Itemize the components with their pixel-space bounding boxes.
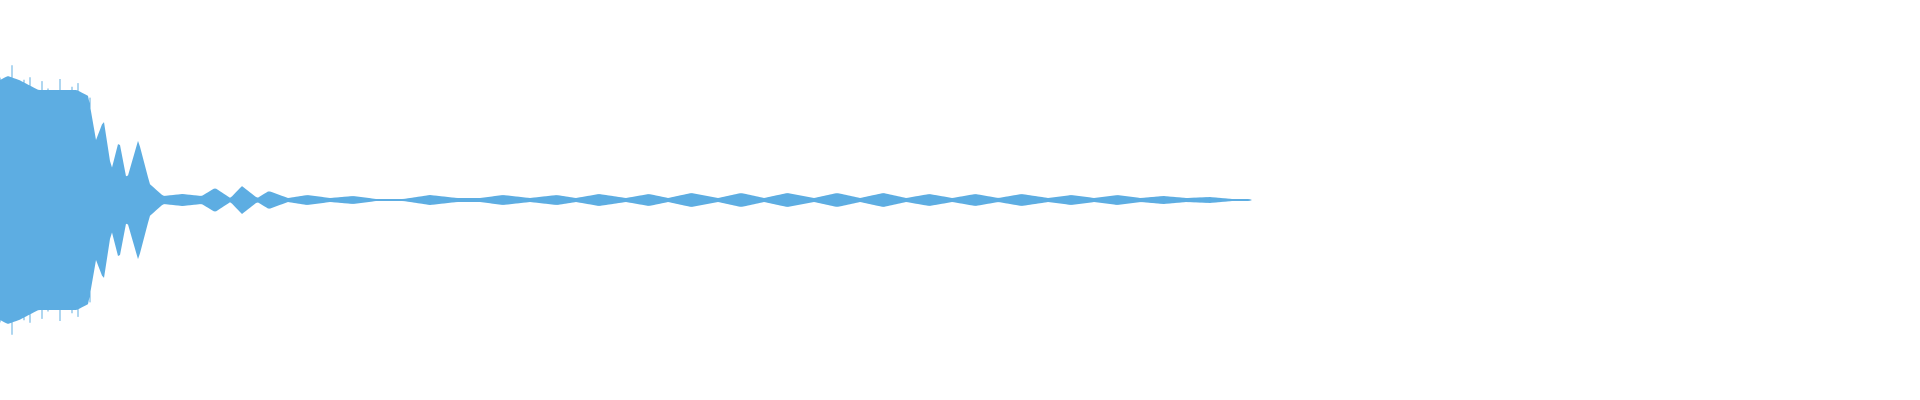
waveform-transients: [0, 65, 91, 335]
waveform-signal: [0, 76, 1920, 324]
